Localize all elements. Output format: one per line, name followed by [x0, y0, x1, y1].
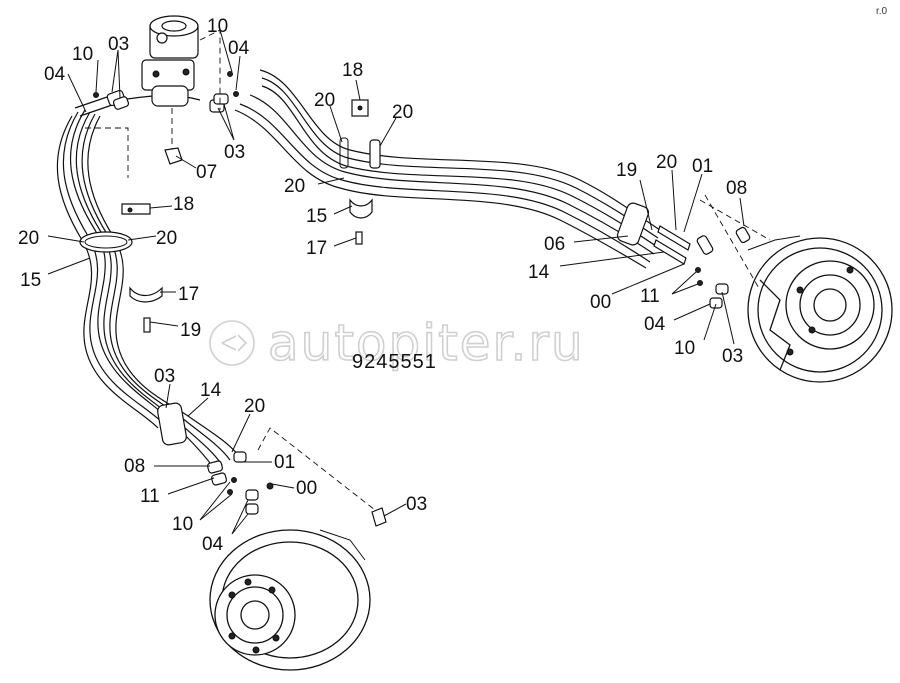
callout-03: 04 [202, 534, 224, 555]
fittings-bottom [207, 427, 387, 527]
bracket-18-left [121, 203, 151, 215]
callout-15: 15 [20, 270, 41, 291]
bracket-17-left [129, 286, 163, 333]
callout-10: 00 [296, 478, 317, 499]
callout-08: 20 [244, 396, 265, 417]
callout-20: 14 [200, 380, 222, 401]
callout-19: 19 [180, 320, 201, 341]
fitting-07 [164, 147, 183, 165]
callout-00: 14 [528, 262, 550, 283]
callout-17: 15 [306, 206, 327, 227]
callout-20: 20 [314, 90, 335, 111]
clamp-bottom [157, 402, 187, 446]
clamp-left-upper [79, 231, 133, 253]
callout-03: 03 [722, 346, 743, 367]
callout-04: 04 [44, 64, 66, 85]
callout-10: 10 [207, 16, 228, 37]
callout-04: 10 [172, 514, 193, 535]
callout-18: 18 [173, 194, 194, 215]
callout-00: 11 [140, 486, 160, 507]
bracket-17-top [349, 198, 373, 245]
callout-11: 01 [274, 452, 295, 473]
part-number: 9245551 [352, 351, 437, 373]
corner-mark: r.0 [876, 6, 888, 17]
callout-20: 19 [616, 160, 637, 181]
fittings-top-left [85, 29, 239, 178]
clamp-top [339, 137, 381, 169]
callout-06: 08 [726, 178, 747, 199]
callout-19: 17 [306, 238, 327, 259]
leader-lines [47, 29, 745, 535]
callout-18: 18 [342, 60, 363, 81]
callout-14: 06 [544, 234, 565, 255]
callout-01: 20 [656, 152, 677, 173]
callout-03: 10 [674, 338, 695, 359]
callout-03: 03 [224, 142, 245, 163]
callout-20: 20 [284, 176, 305, 197]
callout-08: 01 [692, 156, 713, 177]
callout-14: 03 [154, 366, 175, 387]
callout-04: 04 [228, 38, 250, 59]
callout-06: 03 [406, 494, 427, 515]
swivel-joint [141, 15, 199, 150]
bracket-18-top [351, 99, 369, 117]
travel-motor-right [747, 235, 893, 383]
callout-07: 07 [196, 162, 217, 183]
clamp-right [616, 202, 650, 246]
callout-20: 20 [156, 228, 177, 249]
callout-11: 00 [590, 292, 611, 313]
callouts: 04 10 03 10 04 03 07 18 20 15 20 17 19 1… [18, 16, 747, 555]
callout-04: 11 [640, 286, 660, 307]
watermark-text: autopiter.ru [268, 314, 585, 372]
callout-20: 20 [18, 228, 39, 249]
callout-17: 17 [178, 284, 199, 305]
fittings-right [653, 194, 771, 309]
hose-bundle [56, 69, 661, 471]
watermark: autopiter.ru [209, 313, 585, 373]
travel-motor-bottom [209, 529, 371, 671]
callout-15: 20 [392, 102, 413, 123]
callout-10: 10 [72, 44, 93, 65]
callout-03: 03 [108, 34, 129, 55]
callout-10: 04 [644, 314, 666, 335]
callout-01: 08 [124, 456, 145, 477]
